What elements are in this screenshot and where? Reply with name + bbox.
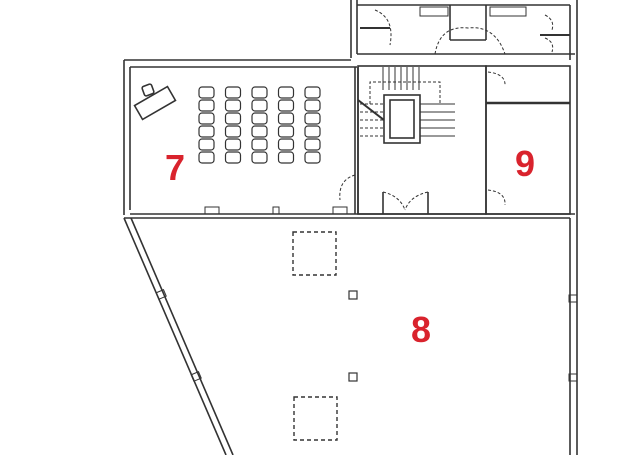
seat — [251, 86, 268, 99]
seat — [304, 125, 321, 138]
seat — [251, 99, 268, 112]
seat — [224, 99, 242, 112]
seat — [277, 112, 295, 125]
seat — [277, 86, 295, 99]
seat — [251, 112, 268, 125]
room-7-label: 7 — [165, 147, 186, 188]
seat — [198, 86, 215, 99]
seat — [251, 125, 268, 138]
seat — [224, 125, 242, 138]
seat — [198, 112, 215, 125]
seat — [304, 99, 321, 112]
seat — [304, 86, 321, 99]
seat — [277, 99, 295, 112]
seat — [277, 138, 295, 151]
seat — [304, 138, 321, 151]
seat — [198, 99, 215, 112]
seat — [277, 125, 295, 138]
seat — [304, 112, 321, 125]
seat — [198, 138, 215, 151]
seat — [224, 86, 242, 99]
seat — [198, 151, 215, 164]
seat — [277, 151, 295, 164]
seat — [224, 151, 242, 164]
seat — [251, 151, 268, 164]
room-8-label: 8 — [411, 309, 432, 350]
seat — [224, 112, 242, 125]
room-9-label: 9 — [515, 143, 536, 184]
seat — [198, 125, 215, 138]
seat — [224, 138, 242, 151]
seat — [304, 151, 321, 164]
seat — [251, 138, 268, 151]
